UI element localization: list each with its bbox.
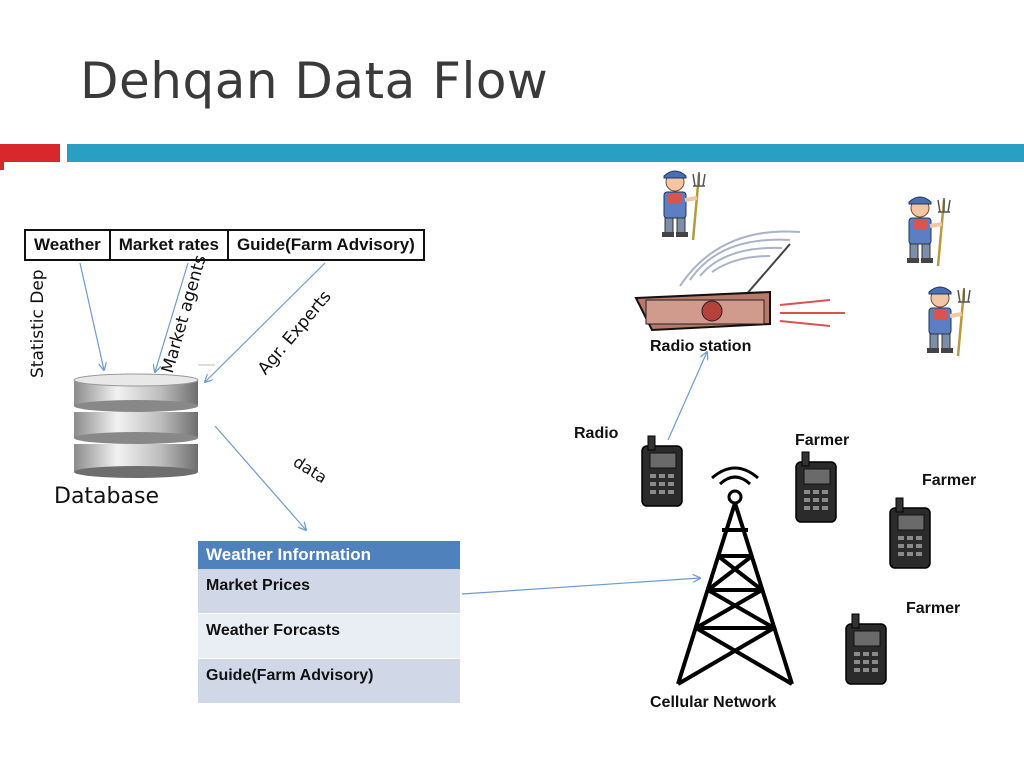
arrow-radio-to-station (667, 352, 707, 441)
label-statistic-dep: Statistic Dep (28, 269, 48, 378)
farmer-illustration-2 (905, 195, 952, 268)
label-farmer-2: Farmer (922, 472, 977, 489)
database-label: Database (54, 484, 159, 509)
source-guide: Guide(Farm Advisory) (226, 231, 423, 259)
accent-bar-red-tick (0, 144, 4, 170)
slide-title: Dehqan Data Flow (80, 52, 549, 110)
source-market-rates: Market rates (108, 231, 227, 259)
phone-farmer-1-icon (795, 451, 837, 523)
accent-bar-red (0, 144, 60, 162)
farmer-illustration-3 (925, 285, 972, 358)
phone-farmer-2-icon (889, 497, 931, 569)
arrow-weather-to-db (79, 262, 104, 370)
cell-tower-icon (676, 466, 794, 686)
data-sources-box: Weather Market rates Guide(Farm Advisory… (24, 229, 425, 261)
info-row-guide: Guide(Farm Advisory) (198, 659, 460, 704)
database-icon (73, 373, 199, 478)
arrow-db-to-info (214, 425, 306, 530)
info-row-market-prices: Market Prices (198, 569, 460, 614)
label-cellular-network: Cellular Network (650, 694, 777, 711)
info-table-header: Weather Information (198, 541, 460, 569)
arrow-market-to-db (155, 262, 189, 372)
info-table: Weather Information Market Prices Weathe… (198, 541, 460, 704)
source-weather: Weather (34, 235, 101, 254)
label-farmer-3: Farmer (906, 600, 961, 617)
radio-station-icon (634, 230, 845, 332)
info-row-weather-forcasts: Weather Forcasts (198, 614, 460, 659)
label-radio: Radio (574, 425, 619, 442)
label-radio-station: Radio station (650, 338, 752, 355)
phone-farmer-3-icon (845, 613, 887, 685)
arrow-guide-to-db (205, 262, 326, 382)
farmer-illustration-1 (660, 169, 707, 242)
label-farmer-1: Farmer (795, 432, 850, 449)
phone-radio-icon (641, 435, 683, 507)
arrow-info-to-network (461, 578, 700, 595)
accent-bar-blue (67, 144, 1024, 162)
